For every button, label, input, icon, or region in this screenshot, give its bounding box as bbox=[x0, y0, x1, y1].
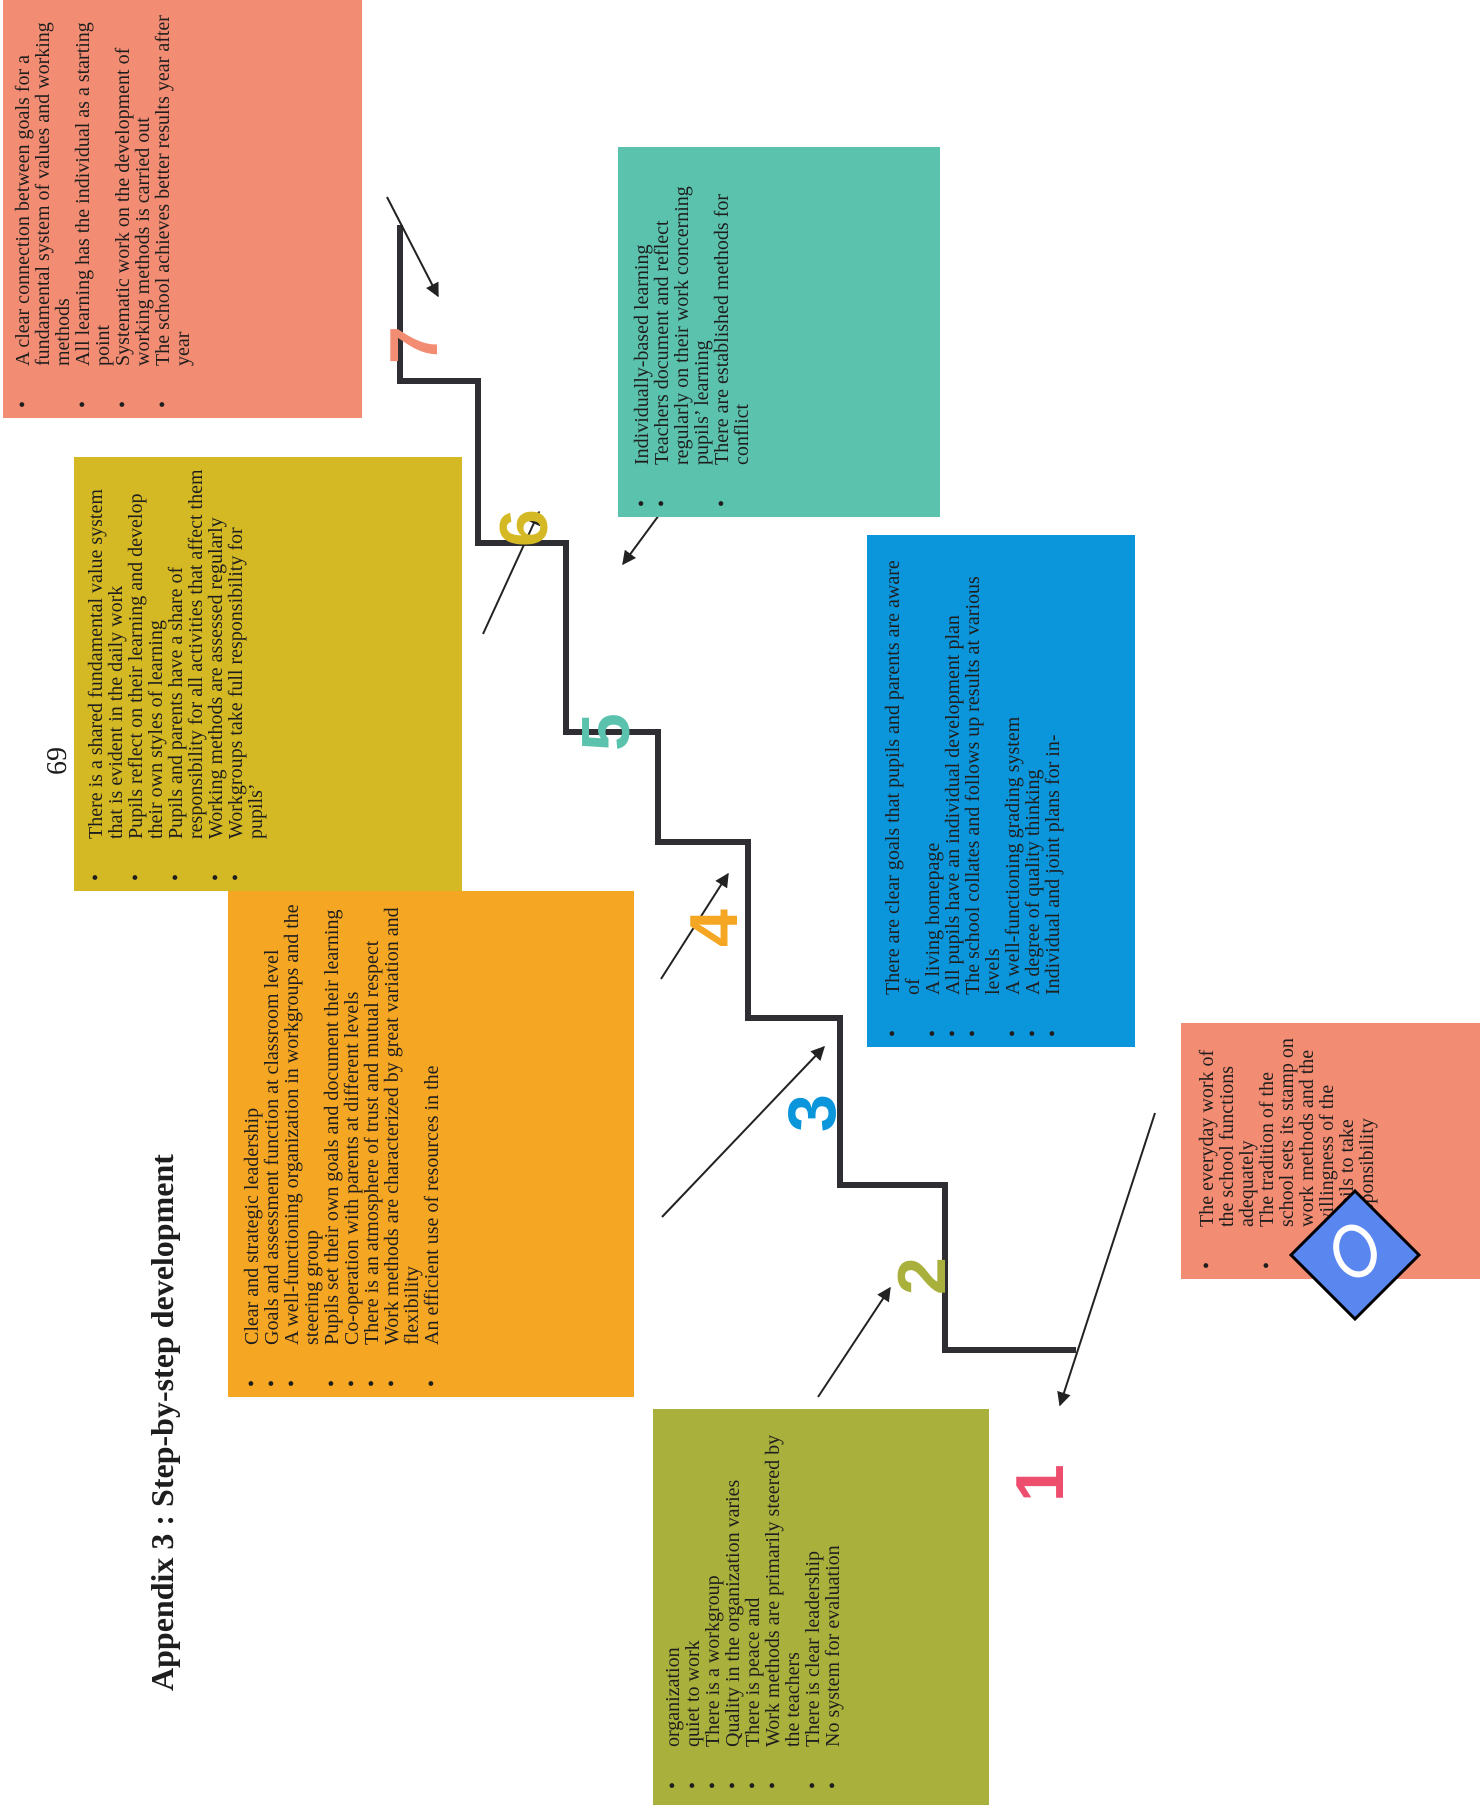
step-7-item: Systematic work on the development of wo… bbox=[112, 9, 154, 418]
step-7-item: A clear connection between goals for a f… bbox=[12, 9, 74, 418]
step-1-item: organization bbox=[662, 1419, 684, 1799]
step-number-4: 4 bbox=[676, 909, 752, 947]
step-3-item: Co-operation with parents at different l… bbox=[341, 903, 363, 1397]
step-7-item: The school achieves better results year … bbox=[152, 9, 194, 418]
step-5-item: Working methods are assessed regularly bbox=[205, 467, 227, 891]
step-7-list: A clear connection between goals for a f… bbox=[12, 9, 194, 418]
quality-q-logo: Q bbox=[1288, 1188, 1422, 1322]
step-1-item: There is a workgroup bbox=[702, 1419, 724, 1799]
step-4-box: There are clear goals that pupils and pa… bbox=[867, 535, 1135, 1047]
step-5-item: Pupils and parents have a share of respo… bbox=[165, 467, 207, 891]
step-4-item: A well-functioning grading system bbox=[1002, 545, 1024, 1047]
step-1-item: No system for evaluation bbox=[822, 1419, 844, 1799]
step-3-list: Clear and strategic leadershipGoals and … bbox=[241, 903, 443, 1397]
step-4-item: The school collates and follows up resul… bbox=[962, 545, 1004, 1047]
step-1-item: quiet to work bbox=[682, 1419, 704, 1799]
arrow-step-4 bbox=[660, 872, 729, 980]
step-5-box: There is a shared fundamental value syst… bbox=[74, 457, 462, 891]
step-3-item: Work methods are characterized by great … bbox=[381, 903, 423, 1397]
step-1-list: organizationquiet to workThere is a work… bbox=[662, 1419, 844, 1799]
step-3-item: Clear and strategic leadership bbox=[241, 903, 263, 1397]
step-6-box: Individually-based learningTeachers docu… bbox=[618, 147, 940, 517]
step-3-item: An efficient use of resources in the bbox=[421, 903, 443, 1397]
step-3-item: Goals and assessment function at classro… bbox=[261, 903, 283, 1397]
step-number-1: 1 bbox=[1002, 1464, 1078, 1502]
arrow-step-3 bbox=[661, 1045, 825, 1218]
step-2-item: The everyday work of the school function… bbox=[1196, 1033, 1258, 1279]
step-4-item: A living homepage bbox=[922, 545, 944, 1047]
step-5-item: There is a shared fundamental value syst… bbox=[85, 467, 127, 891]
step-number-6: 6 bbox=[486, 509, 562, 547]
step-7-item: All learning has the individual as a sta… bbox=[72, 9, 114, 418]
step-number-7: 7 bbox=[376, 326, 452, 364]
step-6-item: There are established methods for confli… bbox=[711, 157, 753, 517]
arrow-step-2 bbox=[817, 1286, 891, 1398]
step-6-list: Individually-based learningTeachers docu… bbox=[631, 157, 753, 517]
step-3-item: There is an atmosphere of trust and mutu… bbox=[361, 903, 383, 1397]
step-1-item: There is clear leadership bbox=[802, 1419, 824, 1799]
step-1-box: organizationquiet to workThere is a work… bbox=[653, 1409, 989, 1805]
step-1-item: There is peace and bbox=[742, 1419, 764, 1799]
step-6-item: Individually-based learning bbox=[631, 157, 653, 517]
step-4-item: There are clear goals that pupils and pa… bbox=[882, 545, 924, 1047]
step-3-box: Clear and strategic leadershipGoals and … bbox=[228, 891, 634, 1397]
arrow-step-1 bbox=[1057, 1112, 1156, 1407]
step-4-item: All pupils have an individual developmen… bbox=[942, 545, 964, 1047]
step-4-list: There are clear goals that pupils and pa… bbox=[882, 545, 1064, 1047]
stair-line bbox=[397, 225, 1076, 1353]
arrow-step-7 bbox=[386, 196, 439, 298]
arrow-step-5 bbox=[482, 510, 541, 635]
step-4-item: A degree of quality thinking bbox=[1022, 545, 1044, 1047]
step-4-item: Individual and joint plans for in- bbox=[1042, 545, 1064, 1047]
step-5-item: Workgroups take full responsibility for … bbox=[225, 467, 267, 891]
step-6-item: Teachers document and reflect regularly … bbox=[651, 157, 713, 517]
step-3-item: Pupils set their own goals and document … bbox=[321, 903, 343, 1397]
step-number-3: 3 bbox=[774, 1094, 850, 1132]
step-3-item: A well-functioning organization in workg… bbox=[281, 903, 323, 1397]
step-1-item: Work methods are primarily steered by th… bbox=[762, 1419, 804, 1799]
step-number-2: 2 bbox=[884, 1257, 960, 1295]
step-number-5: 5 bbox=[568, 713, 644, 751]
step-5-item: Pupils reflect on their learning and dev… bbox=[125, 467, 167, 891]
step-1-item: Quality in the organization varies bbox=[722, 1419, 744, 1799]
step-5-list: There is a shared fundamental value syst… bbox=[85, 467, 267, 891]
step-7-box: A clear connection between goals for a f… bbox=[3, 0, 362, 418]
